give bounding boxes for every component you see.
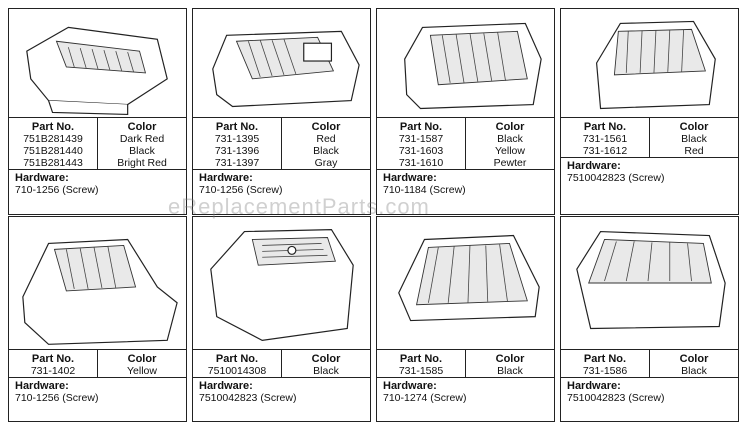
part-number: 731-1586 [582,365,628,377]
part-card: Part No. 731-1561 731-1612 Color Black R… [560,8,739,215]
part-number: 731-1561 [582,133,628,145]
part-number: 731-1397 [214,157,260,169]
color-header: Color [495,121,525,133]
part-number: 731-1585 [398,365,444,377]
hardware-header: Hardware: [567,380,621,392]
color-value: Black [129,145,155,157]
color-value: Bright Red [117,157,167,169]
color-header: Color [311,121,341,133]
hardware-value: 710-1256 (Screw) [15,184,99,196]
engine-cover-icon [26,26,168,116]
part-number: 731-1395 [214,133,260,145]
part-number: 751B281440 [23,145,83,157]
color-header: Color [495,353,525,365]
part-no-header: Part No. [215,353,259,365]
engine-cover-icon [404,22,542,110]
part-no-header: Part No. [215,121,259,133]
engine-cover-illustration [561,9,738,117]
part-no-header: Part No. [583,353,627,365]
part-number: 731-1610 [398,157,444,169]
part-no-header: Part No. [31,121,75,133]
part-card: Part No. 731-1586 Color Black Hardware: … [560,216,739,422]
color-header: Color [127,121,157,133]
part-card: Part No. 731-1587 731-1603 731-1610 Colo… [376,8,555,215]
part-number: 751B281439 [23,133,83,145]
color-header: Color [679,353,709,365]
engine-cover-icon [210,229,354,341]
part-number: 731-1402 [30,365,76,377]
color-value: Yellow [495,145,525,157]
hardware-header: Hardware: [15,172,69,184]
engine-cover-icon [595,20,716,110]
hardware-value: 7510042823 (Screw) [567,392,665,404]
hardware-header: Hardware: [15,380,69,392]
color-header: Color [311,353,341,365]
hardware-value: 710-1256 (Screw) [15,392,99,404]
hardware-header: Hardware: [199,380,253,392]
part-card: Part No. 731-1585 Color Black Hardware: … [376,216,555,422]
color-value: Black [497,365,523,377]
engine-cover-illustration [9,9,186,117]
color-value: Dark Red [119,133,165,145]
part-no-header: Part No. [399,353,443,365]
part-no-header: Part No. [399,121,443,133]
hardware-value: 7510042823 (Screw) [199,392,297,404]
color-value: Gray [314,157,338,169]
color-value: Black [313,145,339,157]
engine-cover-illustration [377,9,554,117]
engine-cover-icon [212,30,360,108]
color-header: Color [679,121,709,133]
hardware-header: Hardware: [567,160,621,172]
color-value: Black [681,133,707,145]
hardware-value: 710-1274 (Screw) [383,392,467,404]
engine-cover-illustration [9,217,186,349]
part-card: Part No. 731-1402 Color Yellow Hardware:… [8,216,187,422]
engine-cover-icon [398,234,540,322]
part-card: Part No. 731-1395 731-1396 731-1397 Colo… [192,8,371,215]
engine-cover-illustration [193,9,370,117]
part-number: 7510014308 [207,365,267,377]
hardware-value: 710-1184 (Screw) [383,184,466,196]
color-value: Red [684,145,704,157]
hardware-header: Hardware: [199,172,253,184]
watermark: eReplacementParts.com [168,194,430,219]
engine-cover-illustration [561,217,738,349]
color-header: Color [127,353,157,365]
engine-cover-icon [22,238,178,345]
color-value: Yellow [127,365,157,377]
part-no-header: Part No. [583,121,627,133]
engine-cover-illustration [193,217,370,349]
hardware-value: 7510042823 (Screw) [567,172,665,184]
part-card: Part No. 7510014308 Color Black Hardware… [192,216,371,422]
hardware-header: Hardware: [383,172,437,184]
engine-cover-icon [576,230,726,330]
part-number: 751B281443 [23,157,83,169]
part-no-header: Part No. [31,353,75,365]
color-value: Black [497,133,523,145]
color-value: Red [316,133,336,145]
part-number: 731-1587 [398,133,444,145]
hardware-value: 710-1256 (Screw) [199,184,283,196]
color-value: Black [313,365,339,377]
part-number: 731-1612 [582,145,628,157]
color-value: Pewter [493,157,527,169]
part-card: Part No. 751B281439 751B281440 751B28144… [8,8,187,215]
parts-sheet: Part No. 751B281439 751B281440 751B28144… [8,8,742,422]
part-number: 731-1396 [214,145,260,157]
hardware-header: Hardware: [383,380,437,392]
part-number: 731-1603 [398,145,444,157]
engine-cover-illustration [377,217,554,349]
color-value: Black [681,365,707,377]
